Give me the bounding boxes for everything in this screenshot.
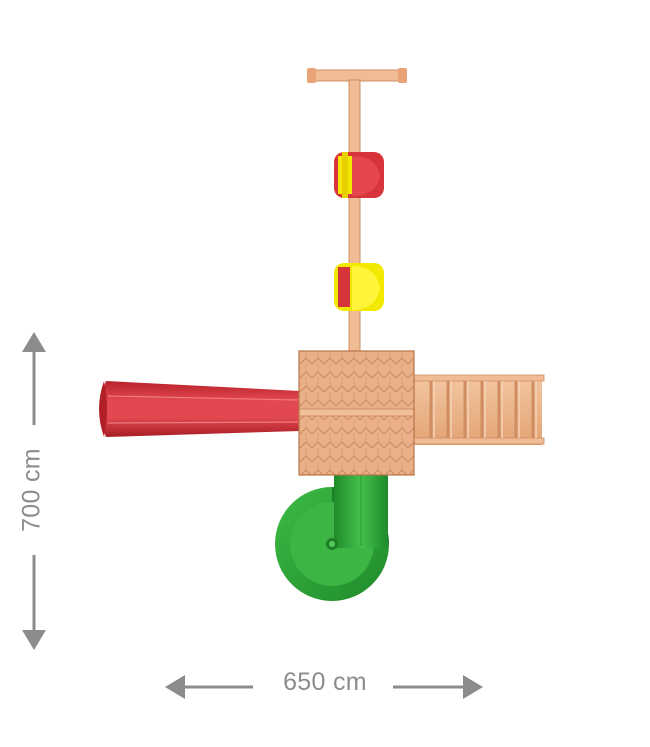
width-dimension-arrow — [165, 675, 483, 699]
height-dimension-label: 700 cm — [17, 448, 46, 532]
swing-frame — [307, 68, 407, 356]
width-dimension-label: 650 cm — [283, 668, 367, 696]
red-slide — [99, 381, 300, 437]
red-swing-seat — [334, 152, 384, 198]
swing-beam — [348, 79, 361, 356]
height-dimension-arrow — [22, 332, 46, 650]
swing-top-bar-end-right — [398, 68, 407, 83]
swing-top-bar — [311, 69, 405, 82]
green-spiral-slide — [275, 470, 389, 601]
tower-roof — [298, 350, 415, 476]
ladder — [411, 374, 545, 445]
swing-top-bar-end-left — [307, 68, 316, 83]
yellow-swing-seat — [334, 263, 384, 311]
